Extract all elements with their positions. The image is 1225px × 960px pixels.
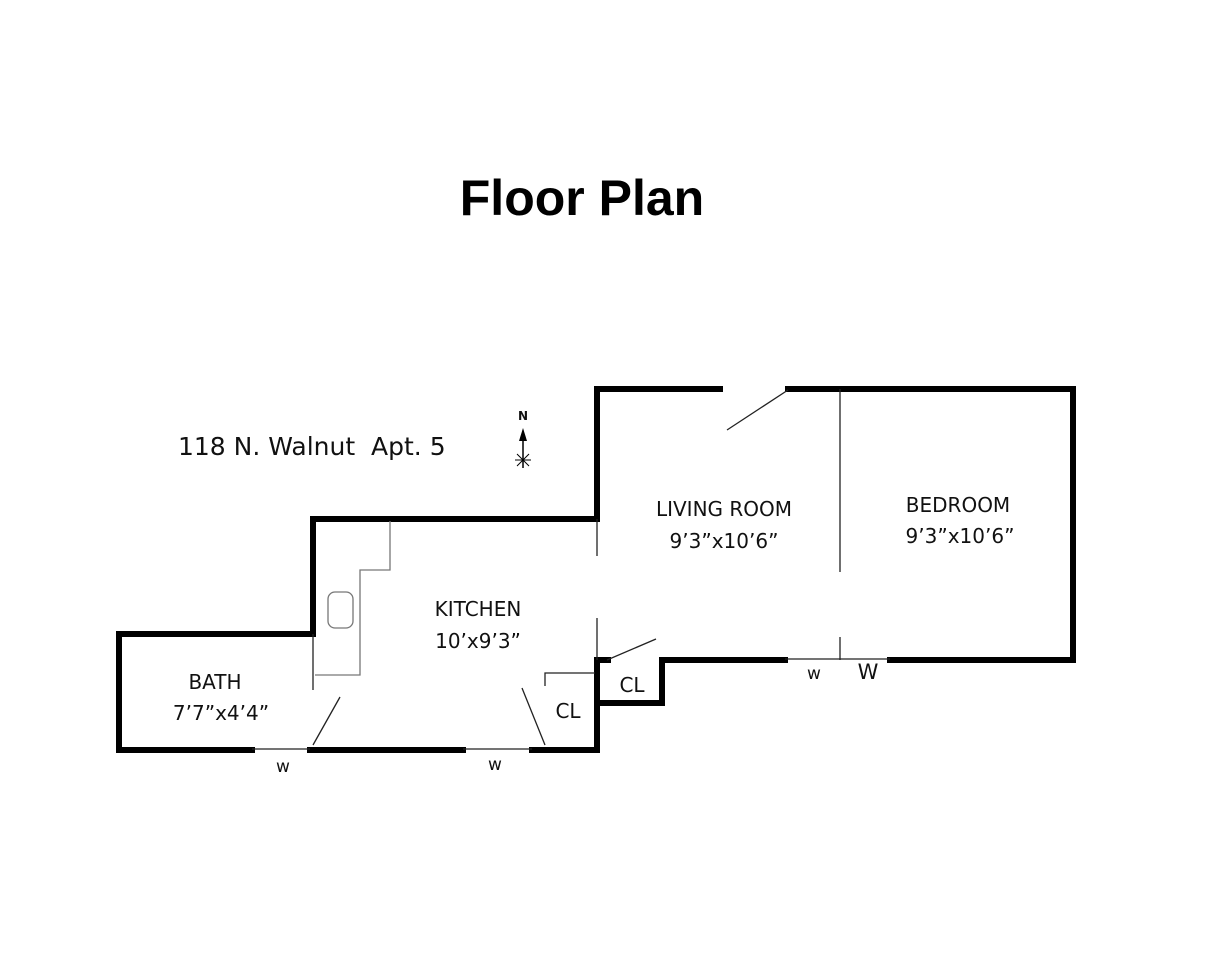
doors (312, 389, 789, 746)
window-labels: w w w W (276, 660, 879, 777)
window-label: w (276, 757, 290, 777)
kitchen-label: KITCHEN (435, 597, 522, 621)
windows (252, 658, 890, 750)
bedroom-label: BEDROOM (906, 493, 1010, 517)
closet-label: CL (555, 699, 581, 723)
bath-label: BATH (188, 670, 241, 694)
bath-size: 7’7”x4’4” (173, 701, 269, 725)
page-title: Floor Plan (460, 170, 704, 226)
compass-north-label: N (518, 409, 528, 423)
window-label: w (488, 755, 502, 775)
closet-label: CL (619, 673, 645, 697)
window-label: w (807, 664, 821, 684)
address-label: 118 N. Walnut Apt. 5 (178, 432, 446, 461)
compass-icon: N (515, 409, 531, 468)
sink-icon (327, 591, 354, 629)
room-labels: LIVING ROOM 9’3”x10’6” BEDROOM 9’3”x10’6… (173, 493, 1015, 725)
kitchen-size: 10’x9’3” (435, 629, 521, 653)
living-room-size: 9’3”x10’6” (670, 529, 779, 553)
exterior-walls (116, 386, 1076, 753)
kitchen-counter (315, 521, 391, 676)
interior-partitions (312, 389, 841, 690)
bedroom-size: 9’3”x10’6” (906, 524, 1015, 548)
window-label: W (858, 660, 879, 684)
living-room-label: LIVING ROOM (656, 497, 792, 521)
